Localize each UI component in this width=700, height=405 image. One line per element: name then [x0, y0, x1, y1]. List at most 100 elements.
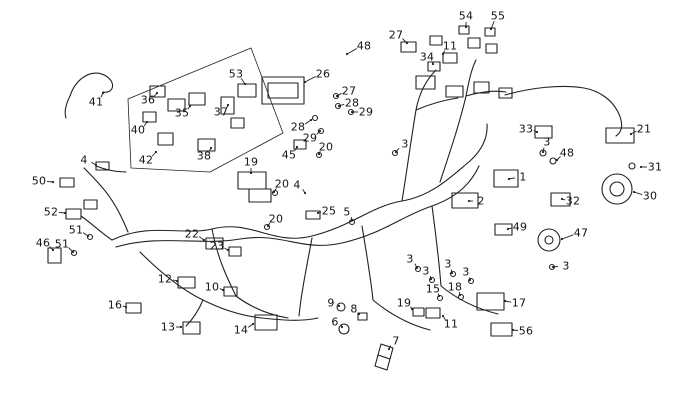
leader-endpoint-dot [175, 279, 179, 283]
leader-endpoint-dot [295, 145, 299, 149]
leader-endpoint-dot [507, 177, 511, 181]
part-number-callout: 13 [160, 320, 176, 334]
part-number-callout: 4 [80, 153, 88, 167]
leader-line [633, 191, 643, 195]
part-number-callout: 11 [442, 39, 458, 53]
part-number-callout: 20 [318, 140, 334, 154]
leader-endpoint-dot [303, 80, 307, 84]
part-number-callout: 10 [204, 280, 220, 294]
part-number-callout: 35 [174, 106, 190, 120]
part-number-callout: 3 [406, 252, 414, 266]
leader-endpoint-dot [221, 288, 225, 292]
part-number-callout: 2 [477, 194, 485, 208]
part-number-callout: 33 [518, 122, 534, 136]
part-number-callout: 3 [401, 137, 409, 151]
leader-endpoint-dot [226, 103, 230, 107]
part-number-callout: 51 [68, 223, 84, 237]
leader-endpoint-dot [316, 211, 320, 215]
leader-endpoint-dot [145, 120, 149, 124]
part-number-callout: 8 [350, 302, 358, 316]
part-number-callout: 30 [642, 189, 658, 203]
leader-endpoint-dot [450, 271, 454, 275]
part-number-callout: 47 [573, 226, 589, 240]
part-number-callout: 55 [490, 9, 506, 23]
part-number-callout: 22 [184, 227, 200, 241]
leader-line [304, 76, 316, 83]
part-number-callout: 14 [233, 323, 249, 337]
leader-endpoint-dot [511, 328, 515, 332]
leader-endpoint-dot [101, 91, 105, 95]
part-number-callout: 27 [341, 84, 357, 98]
part-number-callout: 20 [268, 212, 284, 226]
leader-endpoint-dot [340, 325, 344, 329]
leader-endpoint-dot [345, 52, 349, 56]
leader-line [346, 48, 357, 55]
leader-endpoint-dot [350, 218, 354, 222]
leader-endpoint-dot [437, 294, 441, 298]
part-number-callout: 4 [293, 178, 301, 192]
part-number-callout: 46 [35, 236, 51, 250]
leader-endpoint-dot [431, 62, 435, 66]
part-number-callout: 31 [647, 160, 663, 174]
leader-endpoint-dot [489, 27, 493, 31]
part-number-callout: 27 [388, 28, 404, 42]
part-number-callout: 19 [396, 296, 412, 310]
part-number-callout: 29 [358, 105, 374, 119]
harness-wires [64, 59, 623, 331]
part-number-callout: 28 [344, 96, 360, 110]
leader-endpoint-dot [394, 150, 398, 154]
leader-endpoint-dot [124, 305, 128, 309]
leader-endpoint-dot [357, 312, 361, 316]
part-number-callout: 3 [562, 259, 570, 273]
part-number-callout: 3 [444, 257, 452, 271]
leader-endpoint-dot [179, 325, 183, 329]
leader-endpoint-dot [629, 132, 633, 136]
leader-endpoint-dot [337, 304, 341, 308]
leader-endpoint-dot [209, 146, 213, 150]
part-number-callout: 40 [130, 123, 146, 137]
leader-endpoint-dot [632, 190, 636, 194]
part-number-callout: 42 [138, 153, 154, 167]
leader-endpoint-dot [63, 211, 67, 215]
part-number-callout: 56 [518, 324, 534, 338]
leader-endpoint-dot [405, 41, 409, 45]
leader-line [304, 119, 312, 125]
part-number-callout: 32 [565, 194, 581, 208]
part-number-callout: 15 [425, 282, 441, 296]
leader-endpoint-dot [303, 191, 307, 195]
leader-endpoint-dot [251, 322, 255, 326]
part-number-callout: 17 [511, 296, 527, 310]
leader-endpoint-dot [560, 237, 564, 241]
leader-endpoint-dot [243, 82, 247, 86]
leader-endpoint-dot [71, 250, 75, 254]
leader-endpoint-dot [441, 314, 445, 318]
part-number-callout: 36 [140, 93, 156, 107]
part-number-callout: 7 [392, 334, 400, 348]
leader-line [240, 78, 246, 85]
part-number-callout: 48 [559, 146, 575, 160]
part-number-callout: 3 [422, 264, 430, 278]
part-number-callout: 9 [327, 296, 335, 310]
leader-line [561, 234, 574, 240]
part-number-callout: 28 [290, 120, 306, 134]
leader-endpoint-dot [202, 238, 206, 242]
part-number-callout: 3 [462, 265, 470, 279]
leader-endpoint-dot [535, 130, 539, 134]
part-number-callout: 34 [419, 50, 435, 64]
part-number-callout: 21 [636, 122, 652, 136]
leader-endpoint-dot [551, 265, 555, 269]
leader-endpoint-dot [467, 199, 471, 203]
leader-endpoint-dot [410, 307, 414, 311]
part-number-callout: 23 [209, 239, 225, 253]
part-number-callout: 1 [519, 170, 527, 184]
part-number-callout: 37 [213, 105, 229, 119]
part-number-callout: 53 [228, 67, 244, 81]
leader-endpoint-dot [309, 118, 313, 122]
leader-endpoint-dot [188, 104, 192, 108]
leader-endpoint-dot [639, 165, 643, 169]
leader-endpoint-dot [506, 227, 510, 231]
part-number-callout: 48 [356, 39, 372, 53]
